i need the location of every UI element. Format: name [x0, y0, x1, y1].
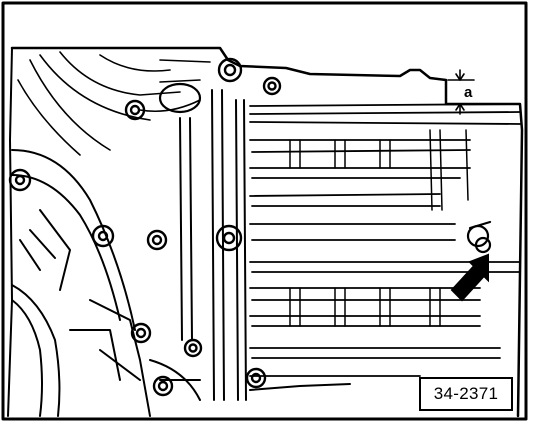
- diagram-frame: [1, 1, 528, 421]
- figure-number: 34-2371: [419, 377, 513, 411]
- vertical-ribs: [179, 89, 247, 401]
- bolt-boss-bottom: [183, 338, 203, 358]
- bolt-boss-upper-mid: [124, 99, 146, 121]
- bolt-boss-left: [8, 168, 32, 192]
- upper-ribs: [17, 51, 211, 156]
- bell-housing: [11, 149, 151, 417]
- bolt-boss-top: [217, 57, 243, 83]
- bolt-bosses: [8, 57, 282, 397]
- bolt-boss-flange: [91, 224, 115, 248]
- housing-left-edge: [7, 47, 13, 417]
- lower-housing: [149, 359, 351, 401]
- bolt-boss-center: [215, 224, 243, 252]
- bolt-boss-mid: [146, 229, 168, 251]
- arrow-icon: [450, 253, 489, 302]
- plug-screw: [466, 220, 492, 254]
- bolt-boss-top-right: [262, 76, 282, 96]
- dimension-marker: [447, 69, 475, 115]
- filler-opening: [158, 82, 202, 114]
- bolt-boss-bottom-mid: [245, 367, 267, 389]
- bolt-boss-bottom-left: [152, 375, 174, 397]
- dimension-label: a: [464, 84, 473, 101]
- cross-fins: [289, 129, 469, 327]
- bolt-boss-lower: [130, 322, 152, 344]
